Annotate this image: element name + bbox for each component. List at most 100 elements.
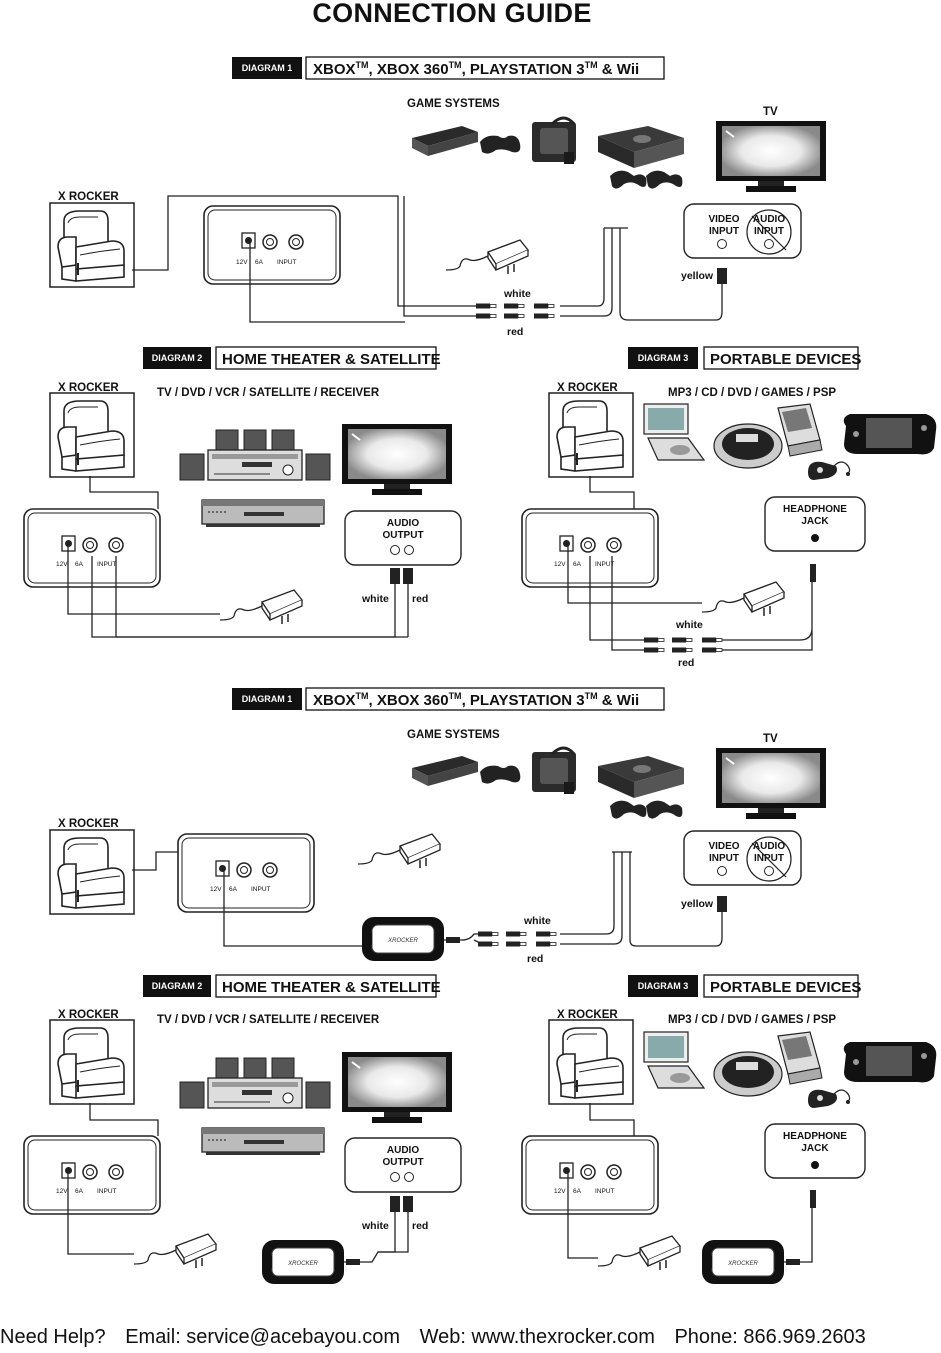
diagram-1-heading: XBOXTM, XBOX 360TM, PLAYSTATION 3TM & Wi… (313, 60, 639, 78)
b-diagram-2-power-adapter (133, 1233, 217, 1269)
b-portable-devices-illustration (643, 1031, 937, 1097)
b-game-consoles-illustration (410, 746, 686, 821)
diagram-2-white-label: white (361, 593, 389, 605)
video-input-label-1: VIDEO (708, 214, 739, 225)
b-diagram-1-badge-label: DIAGRAM 1 (242, 694, 293, 704)
diagram-3-red-label: red (678, 657, 694, 669)
support-phone[interactable]: Phone: 866.969.2603 (674, 1326, 866, 1348)
b-port-input: INPUT (251, 886, 271, 893)
power-adapter-icon (445, 239, 529, 275)
support-website[interactable]: Web: www.thexrocker.com (419, 1326, 655, 1348)
b-x-rocker-label: X ROCKER (58, 818, 119, 830)
diagram-1-badge (232, 57, 302, 79)
b-diagram-2-devices-label: TV / DVD / VCR / SATELLITE / RECEIVER (157, 1014, 380, 1026)
b-video-input-label-2: INPUT (709, 853, 739, 864)
diagram-2-red-label: red (412, 593, 428, 605)
b-d2-port-6a: 6A (75, 1188, 84, 1195)
game-systems-label: GAME SYSTEMS (407, 98, 500, 110)
diagram-3-heading: PORTABLE DEVICES (710, 351, 861, 368)
port-input-label: INPUT (277, 259, 297, 266)
b-audio-output-box (344, 1137, 462, 1193)
b-game-systems-label: GAME SYSTEMS (407, 729, 500, 741)
page-title: CONNECTION GUIDE (312, 0, 591, 28)
b-audio-output-label-2: OUTPUT (382, 1157, 423, 1168)
headphone-jack-box (764, 496, 866, 552)
red-cable-label: red (507, 326, 523, 338)
b-d3-port-input: INPUT (595, 1188, 615, 1195)
diagram-1-heading-box (305, 56, 665, 80)
mp3-player-icon (807, 461, 851, 481)
b-diagram-2-red-label: red (412, 1220, 428, 1232)
b-x-rocker-chair-icon (49, 829, 135, 915)
need-help-text: Need Help? (0, 1326, 106, 1348)
b-d2-port-input: INPUT (97, 1188, 117, 1195)
b-headphone-jack-label-2: JACK (801, 1143, 829, 1154)
audio-input-label-1: AUDIO (753, 214, 785, 225)
yellow-cable-label: yellow (681, 270, 714, 282)
diagram-2-tv-illustration (341, 423, 453, 496)
support-email[interactable]: Email: service@acebayou.com (125, 1326, 401, 1348)
audio-output-label-2: OUTPUT (382, 530, 423, 541)
diagram-3-badge-label: DIAGRAM 3 (638, 353, 689, 363)
b-yellow-cable-label: yellow (681, 898, 714, 910)
diagram-3-x-rocker-label: X ROCKER (557, 382, 618, 394)
b-audio-input-label-2: INPUT (754, 853, 784, 864)
diagram-2-devices-label: TV / DVD / VCR / SATELLITE / RECEIVER (157, 387, 380, 399)
b-mp3-player-icon (807, 1089, 851, 1109)
port-12v-label: 12V (236, 259, 248, 266)
b-home-theater-illustration (179, 1057, 331, 1156)
b-headphone-jack-label-1: HEADPHONE (783, 1131, 847, 1142)
b-diagram-1-heading: XBOXTM, XBOX 360TM, PLAYSTATION 3TM & Wi… (313, 691, 639, 709)
chair-control-panel (203, 205, 341, 285)
b-d3-port-6a: 6A (573, 1188, 582, 1195)
b-diagram-3-heading: PORTABLE DEVICES (710, 979, 861, 996)
b-d3-port-12v: 12V (554, 1188, 566, 1195)
wireless-transmitter-icon (361, 916, 445, 962)
b-audio-input-label-1: AUDIO (753, 841, 785, 852)
diagram-1-wireless: DIAGRAM 1 XBOXTM, XBOX 360TM, PLAYSTATIO… (49, 687, 827, 965)
diagram-1-rca-plugs (475, 268, 727, 319)
d3-port-6a: 6A (573, 561, 582, 568)
diagram-1-badge-label: DIAGRAM 1 (242, 63, 293, 73)
b-diagram-2-chair-icon (49, 1019, 135, 1105)
diagram-2-wired: DIAGRAM 2 HOME THEATER & SATELLITE X ROC… (23, 346, 462, 638)
diagram-3-wired: DIAGRAM 3 PORTABLE DEVICES X ROCKER MP3 … (521, 346, 937, 669)
b-diagram-2-transmitter (261, 1239, 345, 1285)
headphone-jack-label-2: JACK (801, 516, 829, 527)
diagram-2-chair-icon (49, 392, 135, 478)
diagram-3-devices-label: MP3 / CD / DVD / GAMES / PSP (668, 387, 836, 399)
video-input-label-2: INPUT (709, 226, 739, 237)
headphone-jack-label-1: HEADPHONE (783, 504, 847, 515)
b-d2-port-12v: 12V (56, 1188, 68, 1195)
b-diagram-3-badge-label: DIAGRAM 3 (638, 981, 689, 991)
d2-port-6a: 6A (75, 561, 84, 568)
tv-illustration (715, 120, 827, 193)
diagram-2-x-rocker-label: X ROCKER (58, 382, 119, 394)
white-cable-label: white (503, 288, 531, 300)
b-tv-illustration (715, 747, 827, 820)
diagram-2-wireless: DIAGRAM 2 HOME THEATER & SATELLITE X ROC… (23, 974, 462, 1285)
b-chair-control-panel (177, 833, 315, 913)
diagram-3-power-adapter (701, 581, 785, 617)
x-rocker-chair-icon (49, 202, 135, 288)
d2-port-12v: 12V (56, 561, 68, 568)
b-diagram-2-control-panel (23, 1135, 161, 1215)
b-audio-output-label-1: AUDIO (387, 1145, 419, 1156)
b-headphone-jack-box (764, 1123, 866, 1179)
diagram-1-wired: DIAGRAM 1 XBOXTM, XBOX 360TM, PLAYSTATIO… (49, 56, 827, 338)
b-red-cable-label: red (527, 953, 543, 965)
portable-devices-illustration (643, 403, 937, 469)
b-video-input-label-1: VIDEO (708, 841, 739, 852)
home-theater-illustration (179, 429, 331, 528)
b-white-cable-label: white (523, 915, 551, 927)
b-diagram-2-x-rocker-label: X ROCKER (58, 1009, 119, 1021)
diagram-3-white-label: white (675, 619, 703, 631)
b-diagram-3-transmitter (701, 1239, 785, 1285)
b-diagram-3-power-adapter (597, 1235, 681, 1271)
port-6a-label: 6A (255, 259, 264, 266)
b-diagram-3-devices-label: MP3 / CD / DVD / GAMES / PSP (668, 1014, 836, 1026)
b-diagram-3-control-panel (521, 1135, 659, 1215)
b-power-adapter (357, 833, 441, 869)
b-port-6a: 6A (229, 886, 238, 893)
b-diagram-3-chair-icon (548, 1019, 634, 1105)
